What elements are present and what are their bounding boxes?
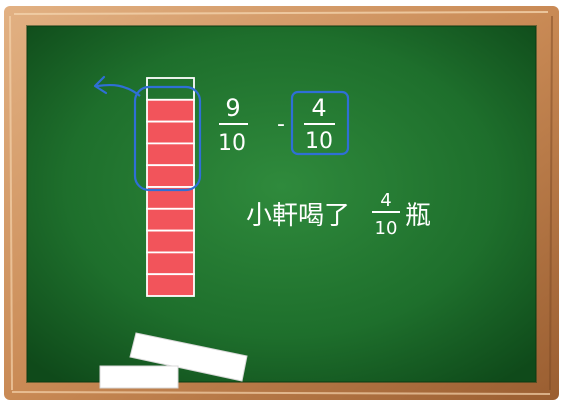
first-fraction: 9 10 [218,94,248,156]
statement-denominator: 10 [375,218,398,239]
bar-cell-shaded [146,273,195,297]
curved-arrow-left-icon [93,75,141,97]
second-fraction: 4 10 [290,90,350,156]
bar-cell-shaded [146,207,195,232]
second-denominator: 10 [305,129,333,154]
fraction-bar-model [146,77,195,297]
bar-cell-shaded [146,251,195,276]
second-numerator: 4 [311,94,326,122]
chalk-stick-icon [99,332,248,389]
bar-cell-shaded [146,229,195,254]
first-numerator: 9 [225,94,240,122]
second-fraction-highlight [290,90,350,156]
first-denominator: 10 [218,131,246,156]
bar-cell-shaded [146,120,195,145]
minus-operator: - [277,112,285,137]
statement-unit: 瓶 [405,201,431,231]
bar-cell-shaded [146,98,195,123]
circled-parts-marker [133,85,202,192]
bar-cell-shaded [146,164,195,188]
statement-text: 小軒喝了 [246,201,350,231]
statement-numerator: 4 [380,190,391,211]
bar-cell-shaded [146,142,195,167]
statement: 小軒喝了 4 10 瓶 [246,190,431,239]
